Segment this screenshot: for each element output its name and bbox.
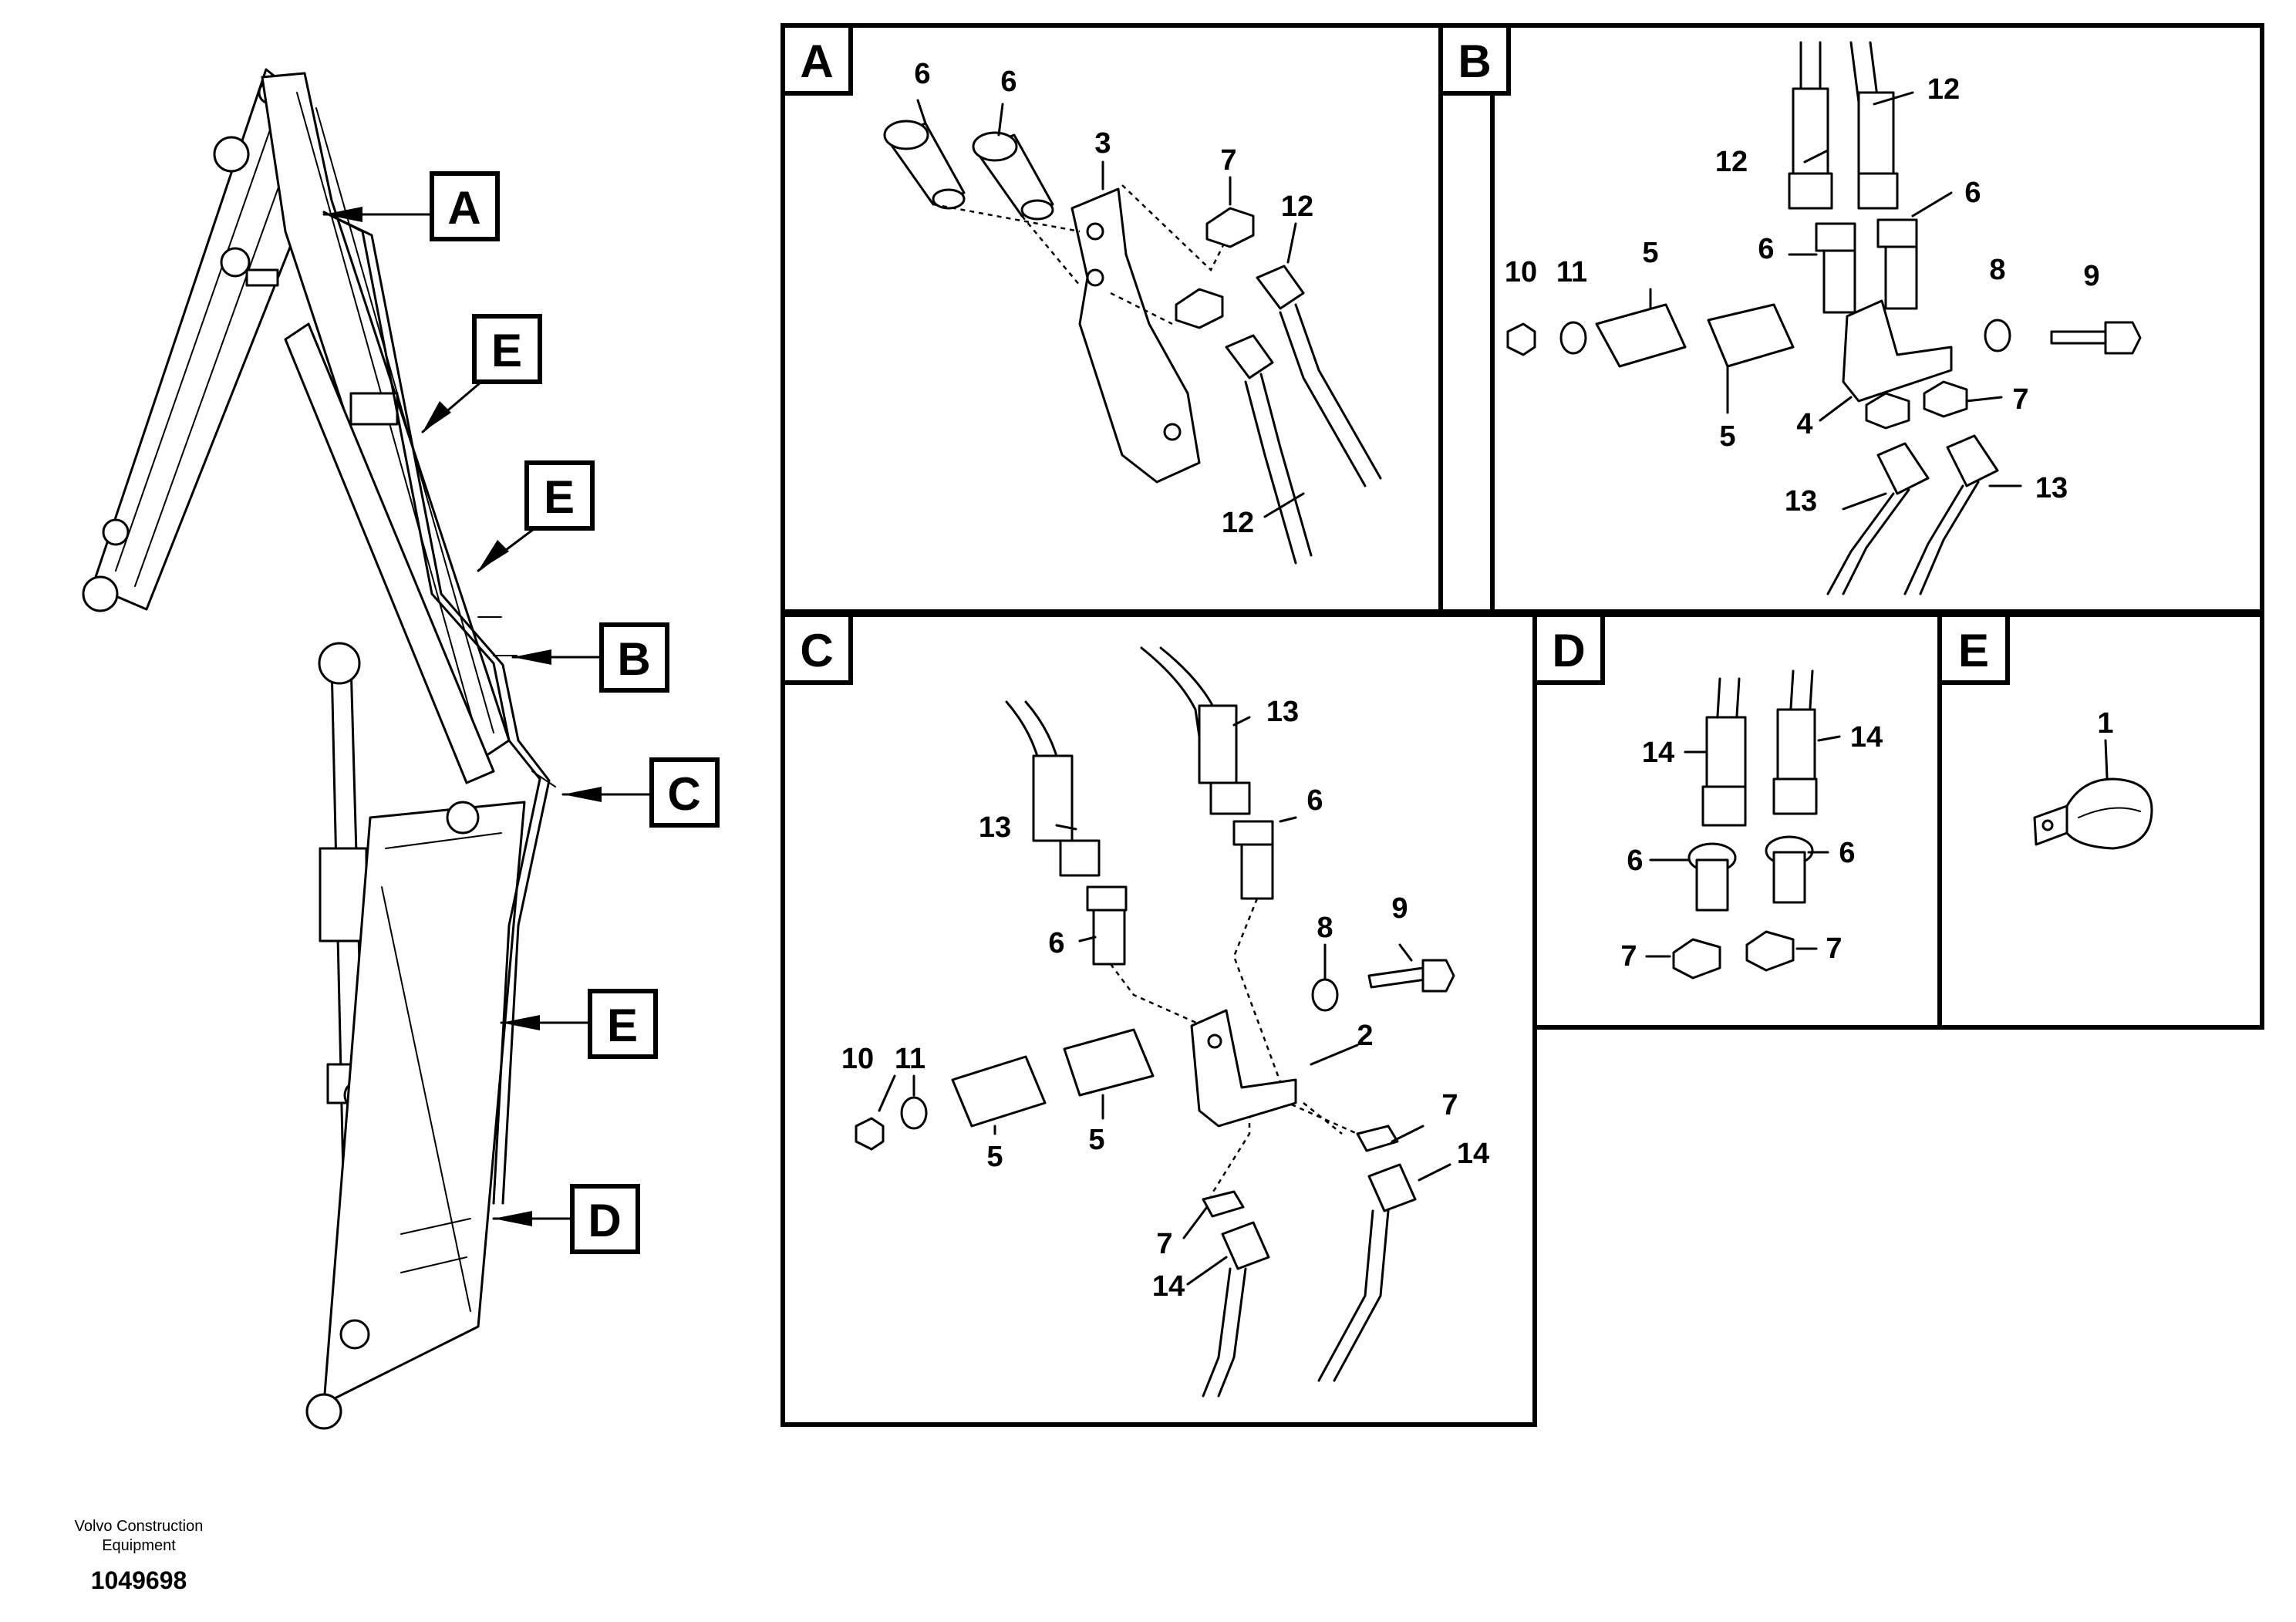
- panel-c-drawing: [855, 646, 1455, 1398]
- panel-c-label: 6: [1048, 927, 1064, 959]
- panel-c-tab[interactable]: [781, 612, 853, 685]
- panel-b-tab[interactable]: [1438, 23, 1511, 96]
- panel-d-label: 7: [1620, 940, 1637, 973]
- panel-a-label: 6: [1000, 66, 1017, 98]
- callout-e-3: E: [607, 1000, 638, 1051]
- callout-e-2: E: [544, 471, 575, 523]
- brand-line-1: Volvo Construction: [75, 1518, 204, 1535]
- callout-e-box-2[interactable]: [524, 460, 595, 531]
- callout-a-box[interactable]: [430, 171, 500, 241]
- callout-c-box[interactable]: [649, 757, 720, 828]
- panel-frames: [781, 23, 2264, 1427]
- panel-b-letter: B: [1458, 35, 1491, 87]
- drawing-id: 1049698: [91, 1566, 187, 1594]
- footer: Volvo Construction Equipment 1049698: [75, 1518, 204, 1594]
- panel-b-label: 13: [1785, 485, 1817, 518]
- callout-a: A: [447, 182, 480, 234]
- panel-e-label: 1: [2097, 707, 2113, 740]
- panel-c-label: 14: [1152, 1270, 1185, 1303]
- panel-b-label: 6: [1758, 233, 1774, 265]
- panel-a-label: 3: [1094, 127, 1111, 160]
- brand-line-2: Equipment: [102, 1537, 176, 1554]
- panel-b-label: 9: [2083, 260, 2099, 292]
- panel-b-label: 8: [1989, 254, 2005, 286]
- panel-d-labels: 14 14 6 6 7 7: [1620, 721, 1883, 973]
- panel-e-letter: E: [1958, 625, 1989, 676]
- panel-c-label: 2: [1357, 1020, 1373, 1052]
- callout-e-box-3[interactable]: [588, 989, 658, 1059]
- panel-d-letter: D: [1552, 625, 1585, 676]
- panel-c-labels: 13 13 6 6 8 9 2 10 11 5 5 7 7 14 14: [841, 696, 1489, 1303]
- panel-e-labels: 1: [2097, 707, 2113, 740]
- panel-b-label: 10: [1505, 256, 1537, 288]
- callout-d: D: [588, 1195, 621, 1246]
- panel-a-frame: [781, 23, 1495, 614]
- panel-d-label: 7: [1826, 932, 1842, 965]
- panel-c-label: 13: [1266, 696, 1299, 728]
- panel-c-label: 5: [986, 1141, 1003, 1173]
- panel-c-label: 10: [841, 1043, 874, 1075]
- callout-b-box[interactable]: [599, 622, 669, 693]
- panel-b-drawing: [1506, 41, 2142, 595]
- panel-c-label: 7: [1156, 1228, 1172, 1260]
- panel-a-label: 12: [1281, 191, 1313, 223]
- panel-c-label: 8: [1317, 912, 1333, 944]
- panel-d-label: 6: [1839, 837, 1855, 869]
- panel-b-labels: 12 12 6 6 10 11 5 5 4 7 8 9 13 13: [1505, 73, 2100, 518]
- panel-b-label: 12: [1927, 73, 1960, 106]
- panel-b-frame: [1438, 23, 2264, 614]
- panel-e-tab[interactable]: [1937, 612, 2010, 685]
- panel-d-label: 14: [1850, 721, 1883, 754]
- panel-e-frame: [1937, 612, 2264, 1030]
- panel-c-label: 14: [1457, 1138, 1489, 1170]
- panel-a-label: 6: [914, 58, 930, 90]
- panel-d-drawing: [1645, 669, 1841, 980]
- overview-callouts: A E E B C E D: [322, 171, 720, 1254]
- panel-a-drawing: [883, 99, 1382, 565]
- panel-d-label: 6: [1627, 845, 1643, 877]
- panel-a-letter: A: [800, 35, 833, 87]
- callout-c: C: [667, 768, 700, 820]
- panel-d-tab[interactable]: [1532, 612, 1605, 685]
- panel-c-label: 7: [1441, 1089, 1458, 1121]
- callout-e-1: E: [491, 325, 522, 376]
- panel-d-label: 14: [1642, 737, 1674, 769]
- panel-c-frame: [781, 612, 1537, 1427]
- panel-c-label: 13: [979, 811, 1011, 844]
- panel-a-labels: 6 6 3 7 12 12: [914, 58, 1313, 539]
- panel-b-label: 4: [1796, 408, 1812, 440]
- panel-a-label: 12: [1222, 507, 1254, 539]
- panel-b-label: 6: [1964, 177, 1981, 209]
- panel-b-label: 11: [1556, 256, 1587, 288]
- panel-b-label: 7: [2012, 383, 2028, 416]
- callout-d-box[interactable]: [570, 1184, 640, 1254]
- panel-c-label: 11: [895, 1043, 925, 1075]
- callout-e-box-1[interactable]: [472, 314, 542, 384]
- boom-arm-overview: [82, 68, 556, 1430]
- panel-b-label: 5: [1719, 420, 1735, 453]
- panel-b-label: 12: [1715, 146, 1748, 178]
- panel-c-letter: C: [800, 625, 833, 676]
- panel-c-label: 5: [1088, 1124, 1104, 1156]
- panel-c-label: 6: [1306, 784, 1323, 817]
- panel-c-label: 9: [1391, 892, 1408, 925]
- panel-tabs: A B C D E: [781, 23, 2010, 685]
- panel-e-drawing: [2033, 739, 2153, 850]
- panel-a-label: 7: [1220, 144, 1236, 177]
- callout-b: B: [617, 633, 650, 685]
- panel-a-tab[interactable]: [781, 23, 853, 96]
- panel-b-label: 5: [1642, 237, 1658, 269]
- panel-b-label: 13: [2035, 472, 2068, 504]
